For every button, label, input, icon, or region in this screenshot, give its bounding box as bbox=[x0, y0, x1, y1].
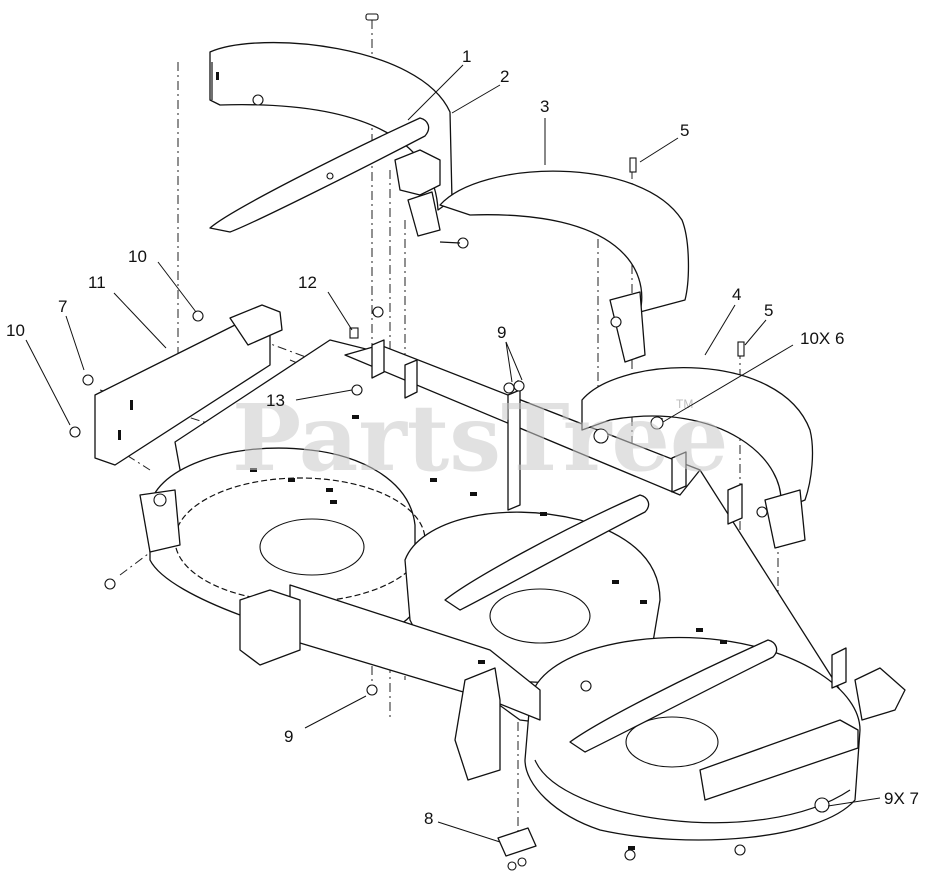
watermark: PartsTree TM bbox=[232, 384, 728, 492]
callout-labels: 1 2 3 4 5 5 7 8 9 9 9X 7 10 10 10X 6 11 … bbox=[6, 47, 919, 828]
rail-brackets bbox=[371, 339, 847, 689]
nut-9-b bbox=[513, 380, 525, 392]
baffle-left-part-2 bbox=[209, 41, 453, 211]
watermark-trademark: TM bbox=[676, 397, 693, 411]
callout-10x6: 10X 6 bbox=[800, 329, 844, 348]
bolt-5-center bbox=[629, 157, 637, 173]
bolt-top bbox=[365, 13, 379, 21]
watermark-text: PartsTree bbox=[232, 384, 728, 492]
baffle-center-part-3 bbox=[407, 157, 690, 363]
nut-9-bottom bbox=[366, 684, 378, 696]
baffle-nut bbox=[252, 94, 264, 106]
callout-11: 11 bbox=[88, 273, 106, 292]
blade-center bbox=[444, 494, 650, 611]
side-panel-part-11 bbox=[94, 304, 283, 466]
callout-leaders bbox=[25, 64, 881, 843]
left-spindle-hole bbox=[259, 518, 365, 576]
hardware bbox=[69, 13, 830, 871]
callout-12: 12 bbox=[298, 273, 317, 292]
blade-upper-part-1 bbox=[209, 117, 430, 233]
callout-9-bottom: 9 bbox=[284, 727, 293, 746]
mower-deck-housing bbox=[139, 339, 906, 850]
baffle-right-part-4 bbox=[581, 341, 814, 549]
center-spindle-hole bbox=[489, 588, 591, 644]
bolt-10-upper bbox=[192, 310, 204, 322]
callout-13: 13 bbox=[266, 391, 285, 410]
callout-7: 7 bbox=[58, 297, 67, 316]
callout-10-lower: 10 bbox=[6, 321, 25, 340]
bolt-9x7 bbox=[814, 797, 830, 813]
bolt-7 bbox=[82, 374, 94, 386]
callout-9x7: 9X 7 bbox=[884, 789, 919, 808]
callout-2: 2 bbox=[500, 67, 509, 86]
callout-5-right: 5 bbox=[764, 301, 773, 320]
callout-4: 4 bbox=[732, 285, 741, 304]
callout-9-top: 9 bbox=[497, 323, 506, 342]
plate-8 bbox=[497, 827, 537, 857]
bolt-5-right bbox=[737, 341, 745, 357]
right-spindle-hole bbox=[625, 716, 719, 768]
callout-3: 3 bbox=[540, 97, 549, 116]
bolt-12 bbox=[349, 327, 359, 339]
callout-5-center: 5 bbox=[680, 121, 689, 140]
blade-right bbox=[569, 639, 778, 753]
callout-10-upper: 10 bbox=[128, 247, 147, 266]
callout-1: 1 bbox=[462, 47, 471, 66]
bolt-10-lower bbox=[69, 426, 81, 438]
callout-8: 8 bbox=[424, 809, 433, 828]
